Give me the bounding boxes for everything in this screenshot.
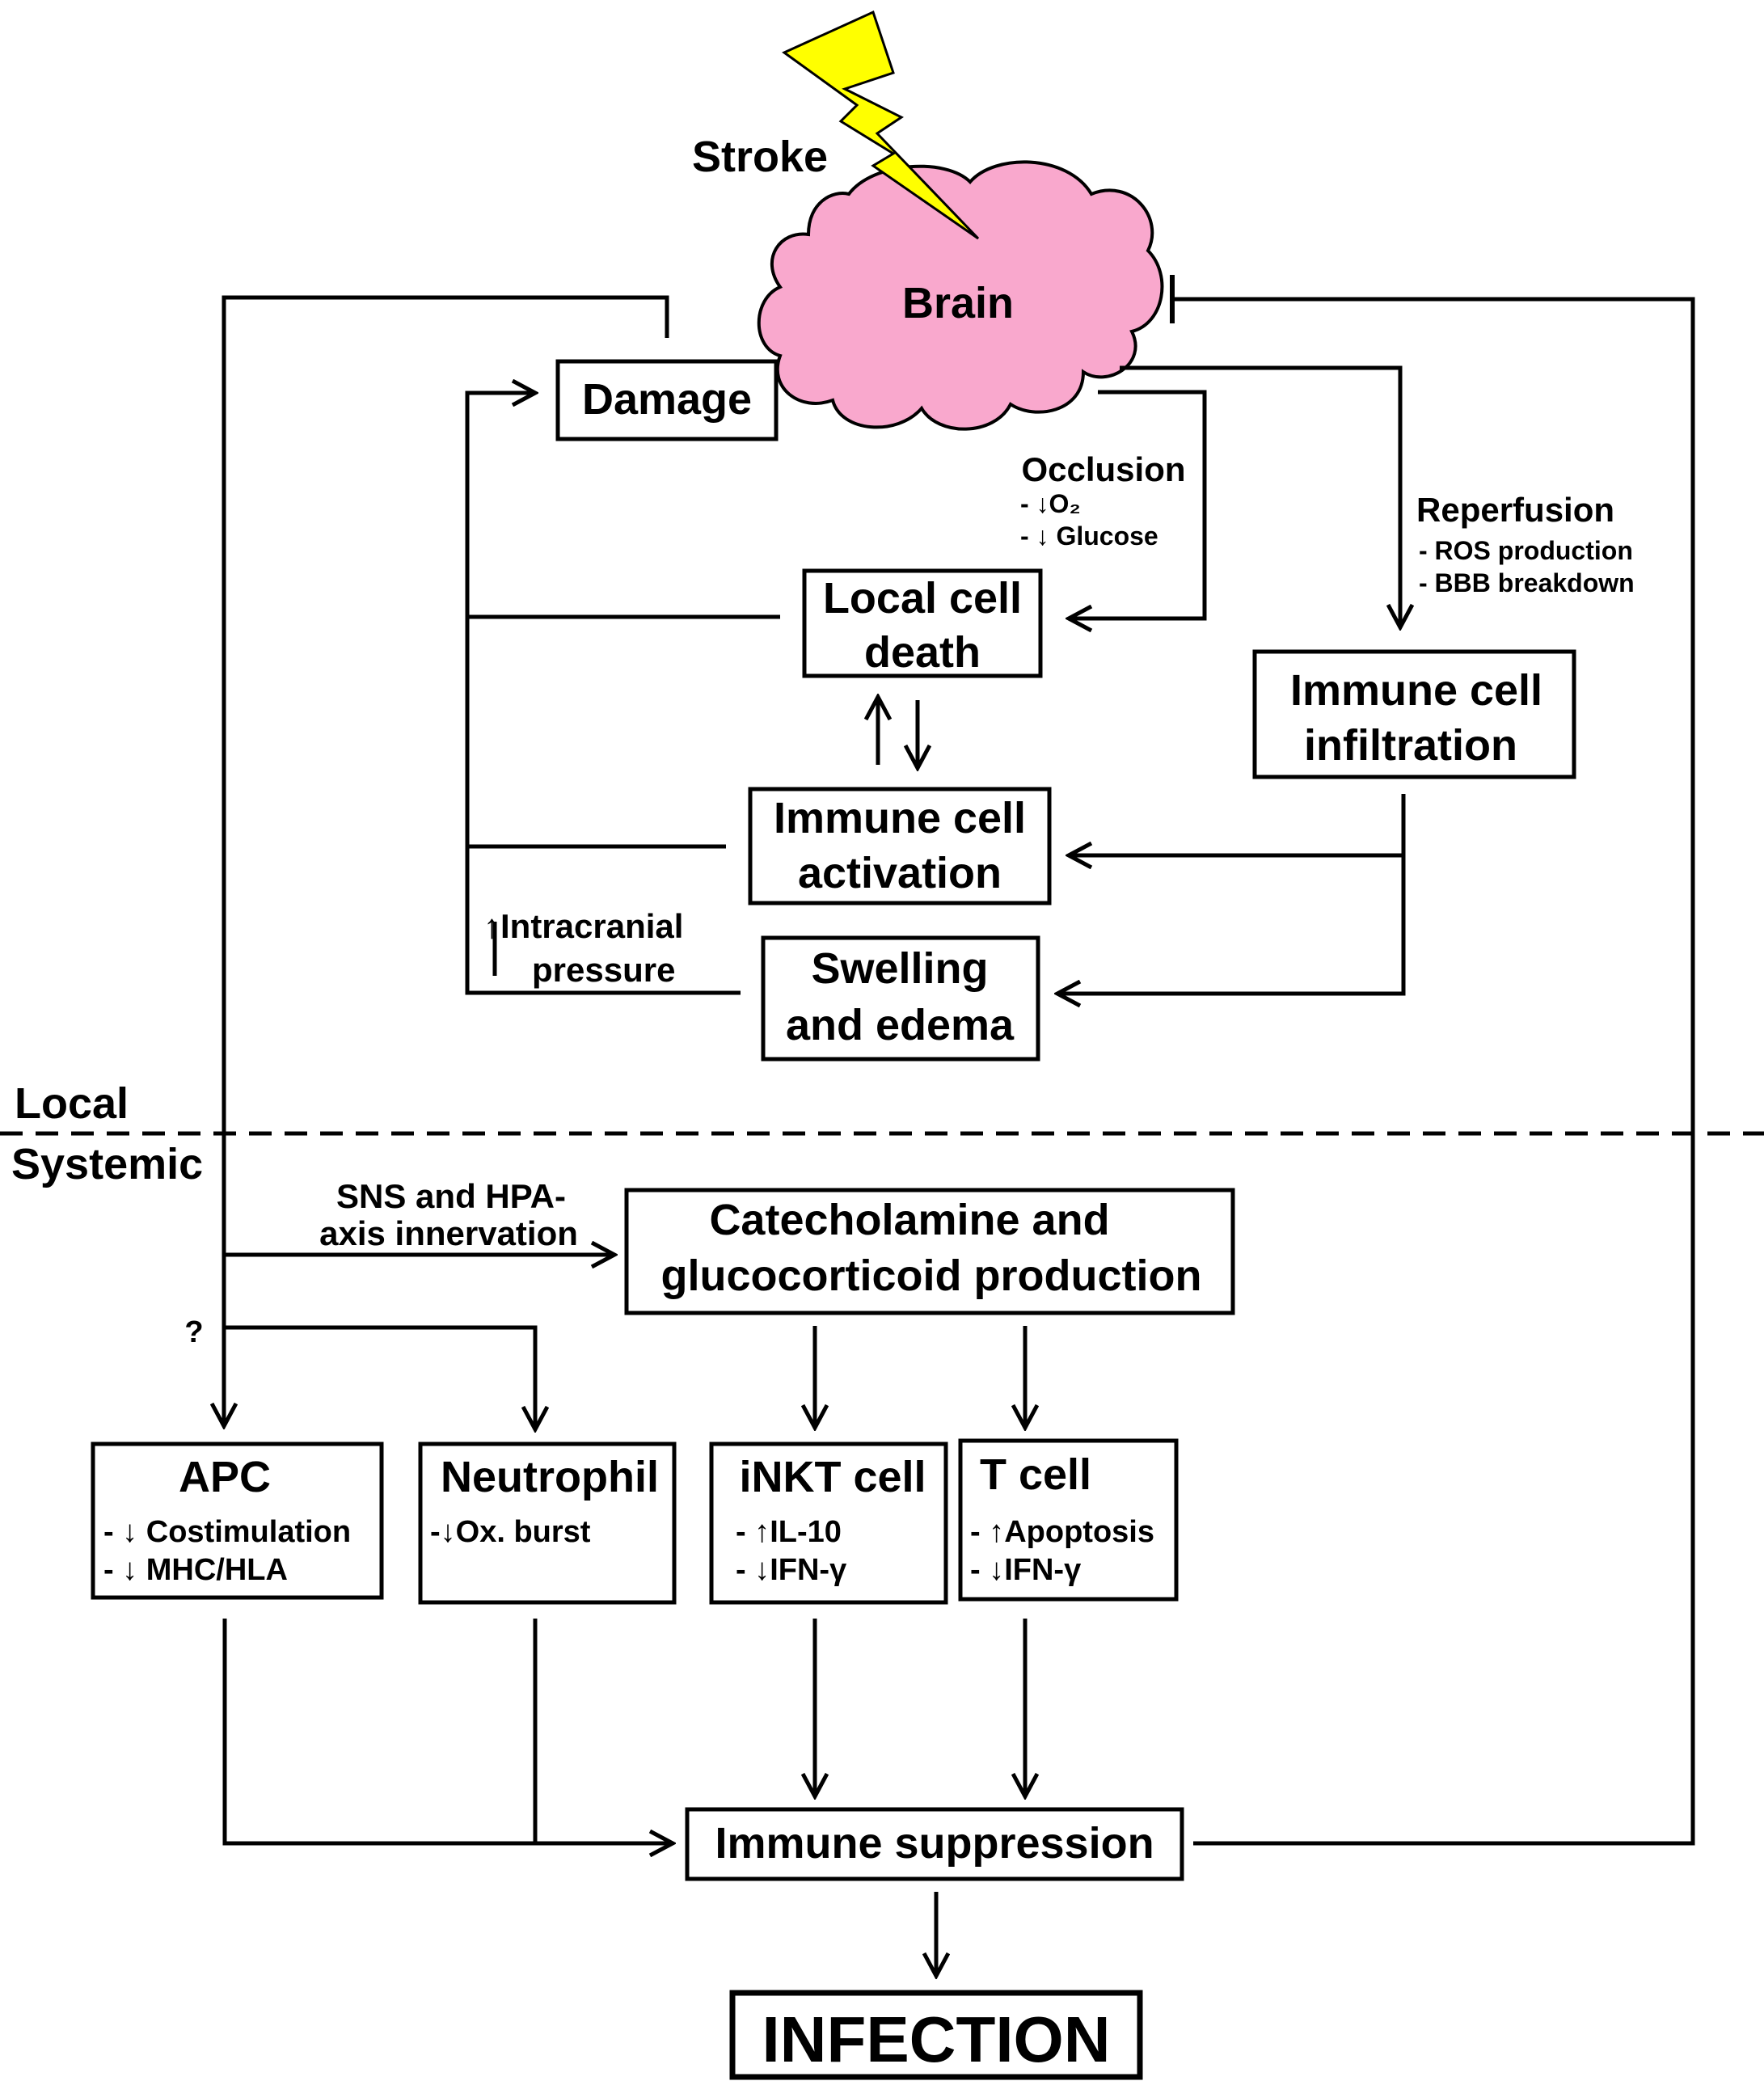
question-mark: ? — [184, 1315, 203, 1349]
connector-infiltration-to-swelling — [1057, 855, 1406, 994]
connector-suppression-to-brain — [1174, 297, 1695, 1846]
catecholamine-box — [624, 1188, 1235, 1315]
swelling-edema-line1: Swelling — [811, 944, 988, 993]
brain-cloud — [757, 160, 1164, 431]
occlusion-title: Occlusion — [1021, 450, 1185, 488]
immune-cell-activation-line1: Immune cell — [774, 794, 1026, 842]
catecholamine-line1: Catecholamine and — [709, 1196, 1109, 1244]
immune-cell-infiltration-box — [1252, 649, 1576, 779]
immune-cell-infiltration-line1: Immune cell — [1290, 666, 1542, 715]
connector-loop-to-damage — [465, 393, 741, 995]
apc-box — [91, 1442, 384, 1600]
damage-label: Damage — [582, 375, 752, 424]
immune-suppression-label: Immune suppression — [715, 1819, 1154, 1868]
neutrophil-box — [418, 1442, 677, 1605]
swelling-edema-line2: and edema — [786, 1001, 1015, 1049]
connector-damage-to-apc — [224, 295, 669, 1426]
inkt-item-ifng: - ↓IFN-γ — [736, 1553, 846, 1587]
catecholamine-line2: glucocorticoid production — [661, 1252, 1202, 1300]
tcell-item-apoptosis: - ↑Apoptosis — [970, 1515, 1154, 1549]
local-cell-death-box — [802, 568, 1043, 678]
apc-title: APC — [179, 1453, 271, 1501]
inkt-item-il10: - ↑IL-10 — [736, 1515, 842, 1549]
connector-infiltration-to-activation — [1069, 794, 1406, 855]
infection-label: INFECTION — [762, 2003, 1110, 2075]
local-cell-death-line1: Local cell — [823, 574, 1022, 623]
local-cell-death-line2: death — [864, 628, 981, 677]
connector-occlusion — [1069, 390, 1207, 618]
connector-apc-to-suppression — [222, 1619, 673, 1843]
intracranial-line2: pressure — [532, 951, 675, 989]
damage-box — [555, 359, 779, 441]
reperfusion-item-bbb: - BBB breakdown — [1419, 568, 1635, 597]
apc-item-costimulation: - ↓ Costimulation — [103, 1515, 351, 1549]
inkt-box — [709, 1442, 948, 1605]
immune-suppression-box — [685, 1807, 1184, 1881]
reperfusion-item-ros: - ROS production — [1419, 536, 1633, 565]
connector-spine-to-neutrophil — [224, 1325, 535, 1429]
neutrophil-title: Neutrophil — [441, 1453, 659, 1501]
apc-item-mhc: - ↓ MHC/HLA — [103, 1553, 288, 1587]
inkt-title: iNKT cell — [739, 1453, 926, 1501]
immune-cell-activation-line2: activation — [798, 849, 1002, 897]
brain-label: Brain — [902, 279, 1014, 327]
zone-systemic-label: Systemic — [11, 1140, 203, 1188]
neutrophil-item-oxburst: -↓Ox. burst — [430, 1515, 591, 1549]
infection-box — [729, 1990, 1143, 2080]
tcell-item-ifng: - ↓IFN-γ — [970, 1553, 1081, 1587]
tcell-box — [958, 1438, 1179, 1602]
connector-reperfusion — [1120, 365, 1400, 627]
reperfusion-title: Reperfusion — [1416, 491, 1614, 529]
swelling-edema-box — [761, 935, 1040, 1062]
sns-hpa-line1: SNS and HPA- — [336, 1177, 566, 1215]
immune-cell-infiltration-line2: infiltration — [1304, 721, 1517, 770]
sns-hpa-line2: axis innervation — [319, 1214, 578, 1252]
occlusion-item-glucose: - ↓ Glucose — [1020, 521, 1158, 551]
occlusion-item-o2: - ↓O₂ — [1020, 489, 1081, 518]
zone-local-label: Local — [15, 1079, 129, 1128]
stroke-label: Stroke — [692, 133, 828, 181]
immune-cell-activation-box — [748, 787, 1052, 905]
tcell-title: T cell — [980, 1450, 1091, 1499]
intracranial-line1: ↑Intracranial — [483, 907, 683, 945]
lightning-bolt-icon — [782, 10, 980, 240]
